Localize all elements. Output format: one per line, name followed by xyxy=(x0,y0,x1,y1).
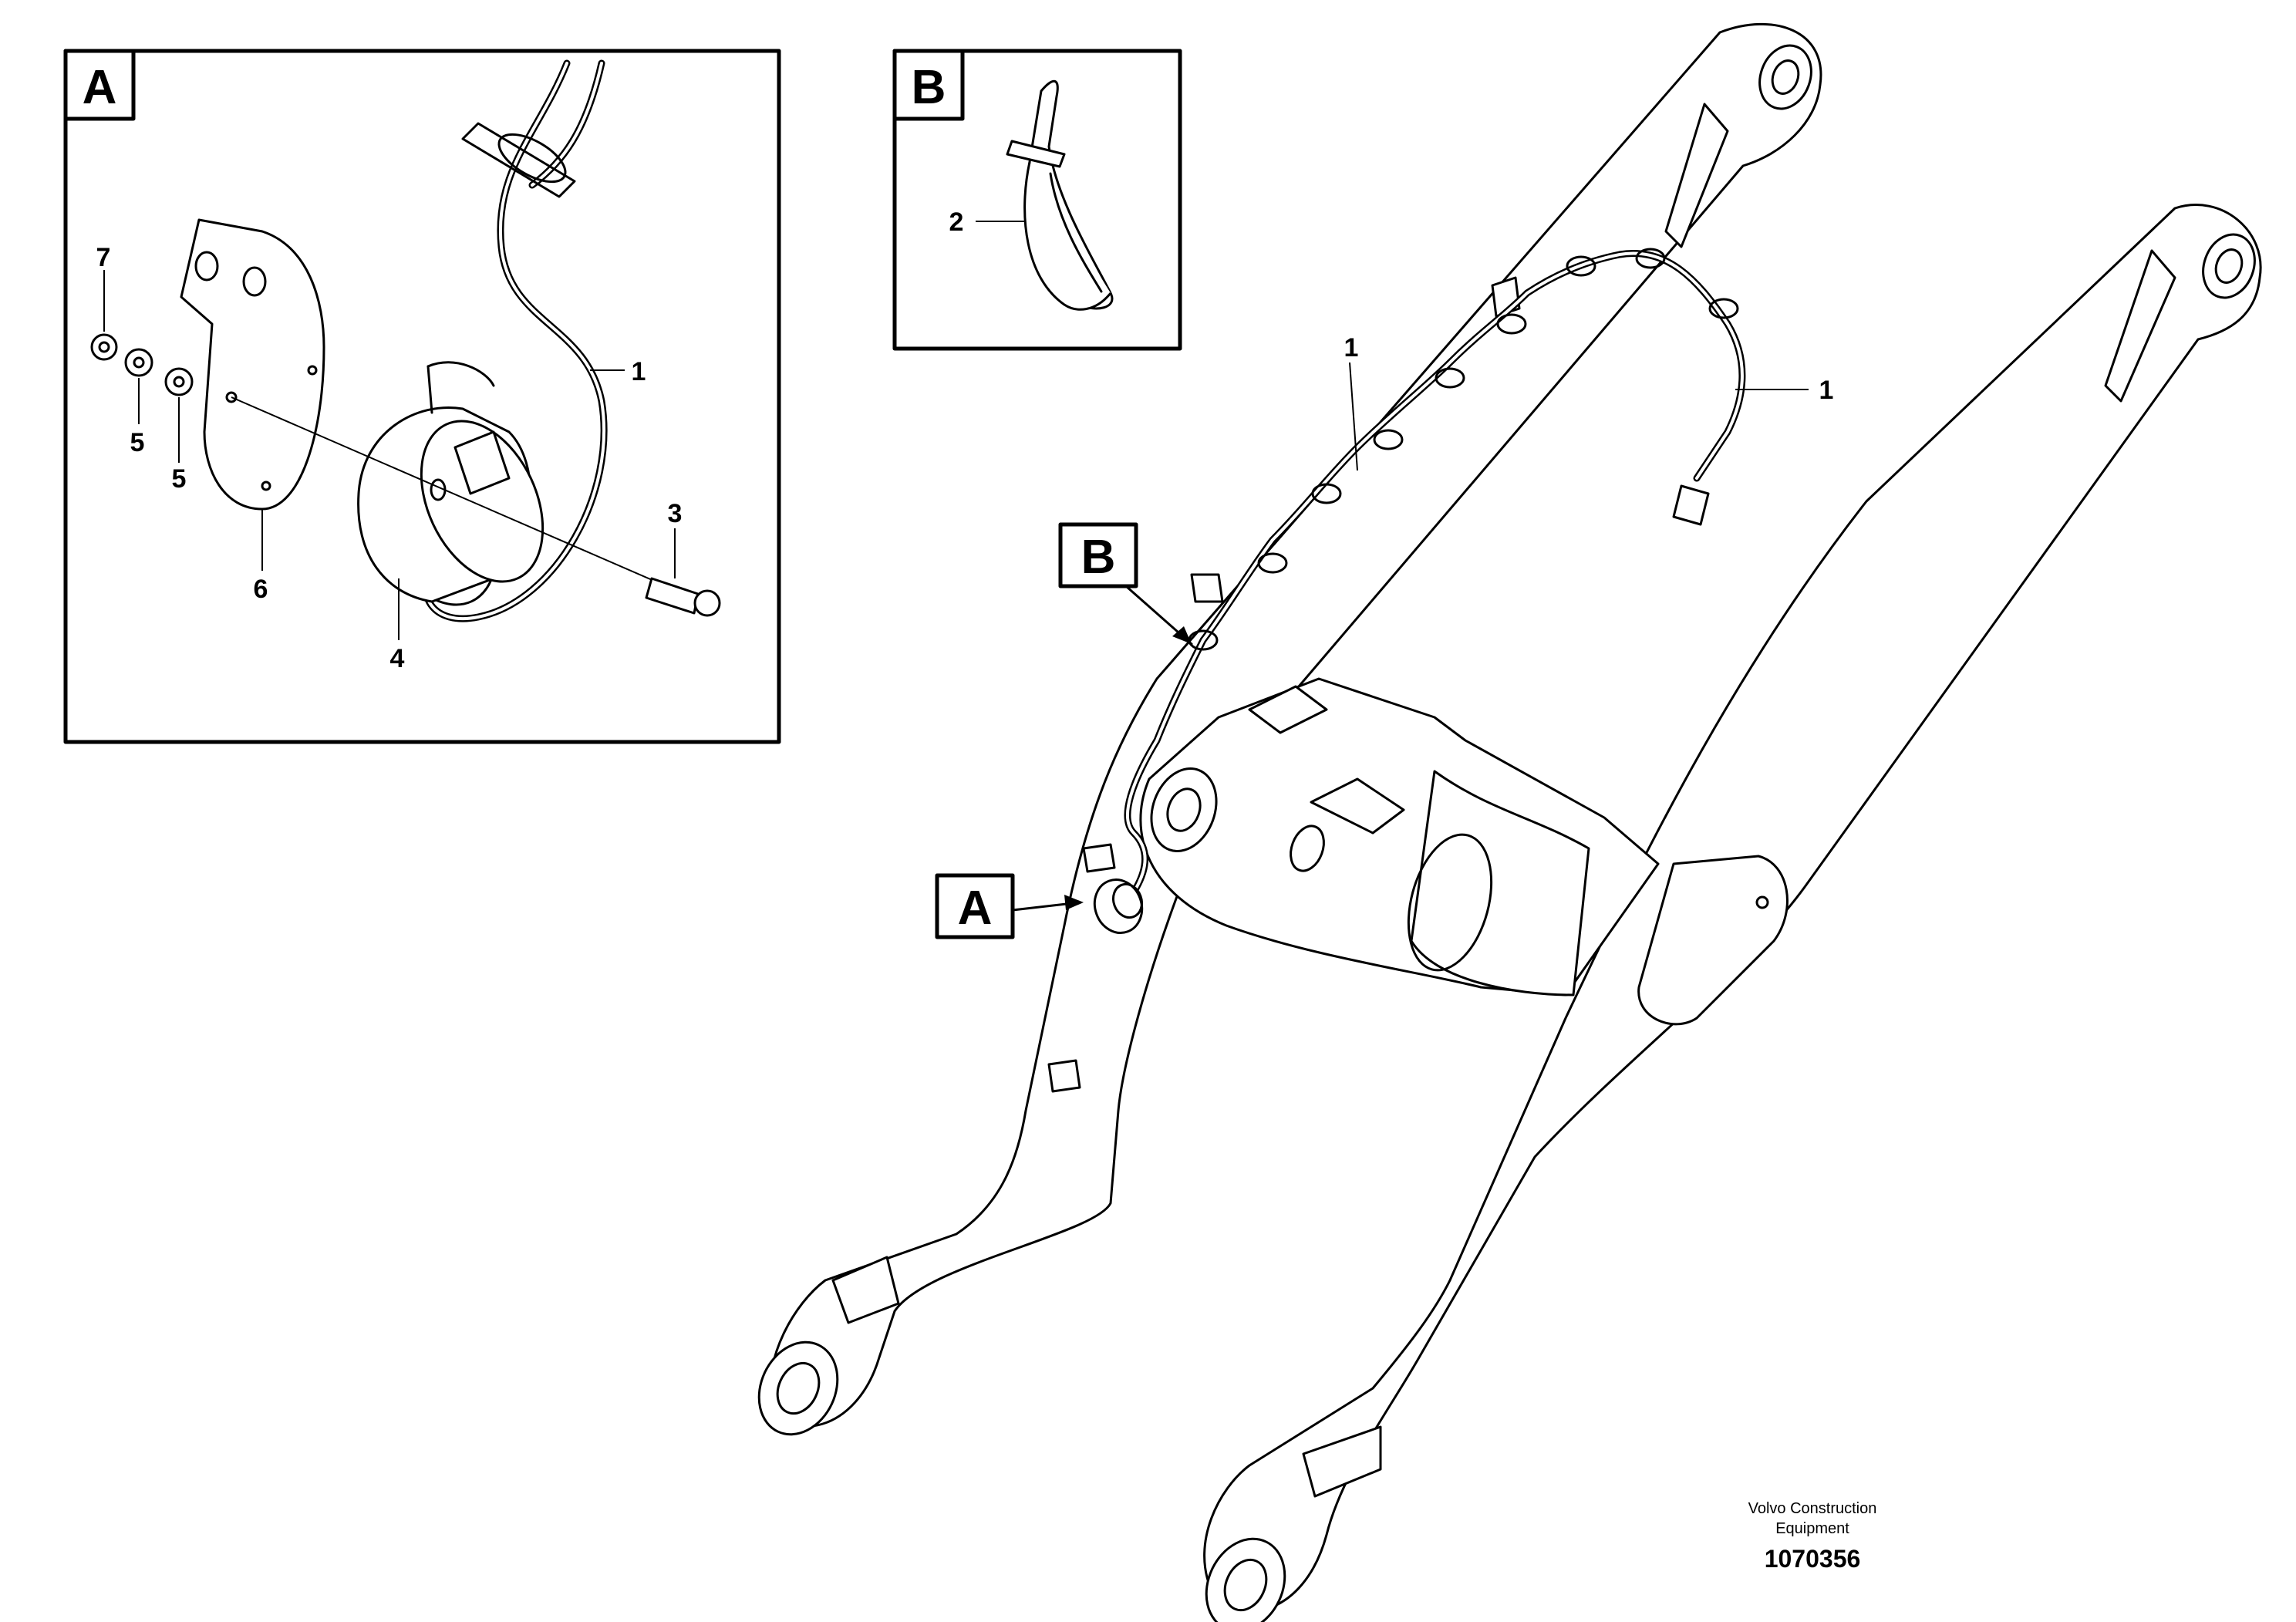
part-label-5: 5 xyxy=(172,464,187,494)
detail-a-letter-box xyxy=(63,49,136,121)
part-label-4: 4 xyxy=(390,644,405,673)
detail-b-letter: B xyxy=(912,61,946,114)
cable-tie-icon xyxy=(1006,79,1114,311)
sensor-location-icon xyxy=(1082,843,1144,934)
left-lift-arm-icon xyxy=(769,22,1822,1428)
detail-b-panel: B 2 xyxy=(892,49,1182,351)
cross-tube-icon xyxy=(1139,677,1660,996)
washer-icon xyxy=(124,348,153,377)
part-label-5: 5 xyxy=(130,428,145,457)
connector-icon xyxy=(1672,484,1710,526)
detail-a-panel: A xyxy=(63,49,781,744)
detail-a-letter: A xyxy=(83,61,117,114)
side-plate-icon xyxy=(1637,855,1789,1026)
screw-icon xyxy=(645,577,721,617)
part-label-3: 3 xyxy=(668,499,683,528)
brand-line-2: Equipment xyxy=(1775,1520,1849,1537)
arrow-head-icon xyxy=(1064,895,1084,910)
part-label-2: 2 xyxy=(949,207,964,237)
callout-a: A xyxy=(935,873,1084,939)
part-label-7: 7 xyxy=(96,243,111,272)
detail-b-letter-box xyxy=(892,49,965,121)
sensor-housing-icon xyxy=(357,361,544,606)
harness-label-1: 1 xyxy=(1344,333,1359,363)
part-label-6: 6 xyxy=(254,575,268,604)
callout-a-letter: A xyxy=(958,882,993,935)
harness-label-1: 1 xyxy=(1819,376,1834,405)
washer-icon xyxy=(164,367,194,396)
bracket-icon xyxy=(180,218,325,511)
lift-arm-assembly-icon xyxy=(757,22,2262,1622)
drawing-number: 1070356 xyxy=(1765,1545,1861,1573)
nut-icon xyxy=(90,333,118,361)
callout-b: B xyxy=(1058,522,1193,646)
brand-line-1: Volvo Construction xyxy=(1748,1500,1877,1517)
cable-tie-icon xyxy=(461,122,576,198)
part-label-1: 1 xyxy=(632,357,646,386)
arrow-head-icon xyxy=(1172,626,1192,644)
callout-b-letter: B xyxy=(1081,531,1116,584)
bracket-hole-icon xyxy=(194,251,219,282)
